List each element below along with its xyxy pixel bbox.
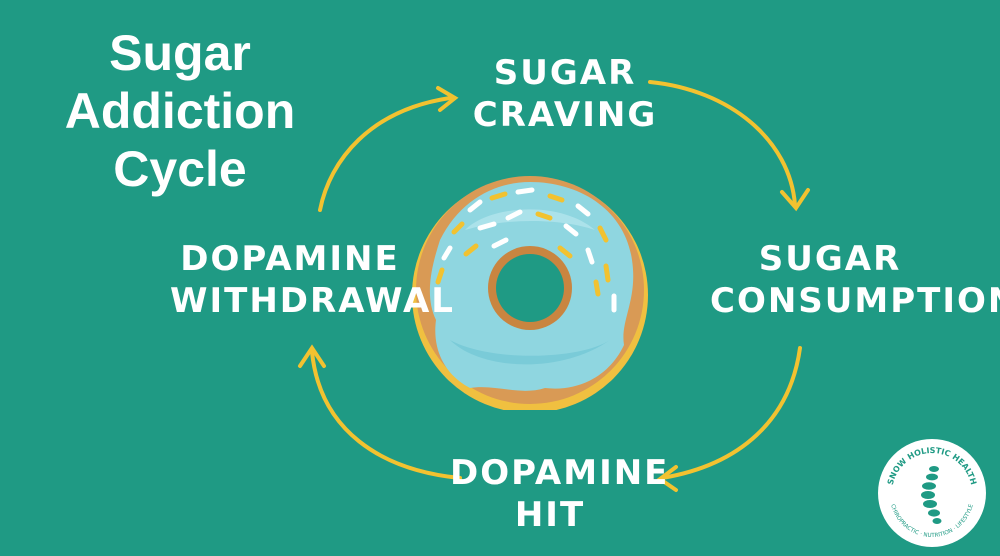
title-line-3: Cycle bbox=[113, 141, 247, 197]
stage-label-line: Dopamine bbox=[450, 453, 670, 493]
stage-dopamine-hit: Dopamine Hit bbox=[450, 452, 670, 536]
donut-hole bbox=[496, 254, 564, 322]
stage-label-line: Sugar bbox=[758, 239, 902, 279]
stage-sugar-consumption: Sugar Consumption bbox=[710, 238, 1000, 322]
arrow-consumption-to-hit bbox=[660, 346, 802, 480]
stage-label-line: Consumption bbox=[710, 281, 1000, 321]
stage-label-line: Hit bbox=[514, 495, 586, 535]
arrow-withdrawal-to-craving bbox=[318, 96, 452, 212]
stage-label-line: Sugar bbox=[493, 53, 637, 93]
snow-holistic-health-logo: SNOW HOLISTIC HEALTH CHIROPRACTIC · NUTR… bbox=[878, 439, 986, 547]
stage-label-line: Dopamine bbox=[180, 239, 400, 279]
sprinkles bbox=[435, 187, 617, 313]
donut-illustration bbox=[412, 176, 648, 410]
title-line-2: Addiction bbox=[64, 83, 296, 139]
stage-label-line: Craving bbox=[472, 95, 658, 135]
arrow-hit-to-withdrawal bbox=[310, 350, 462, 480]
arrow-craving-to-consumption bbox=[648, 80, 797, 207]
page-title: Sugar Addiction Cycle bbox=[40, 24, 320, 198]
stage-label-line: Withdrawal bbox=[170, 281, 455, 321]
stage-dopamine-withdrawal: Dopamine Withdrawal bbox=[170, 238, 455, 322]
title-line-1: Sugar bbox=[109, 25, 251, 81]
spine-icon bbox=[921, 466, 942, 524]
stage-sugar-craving: Sugar Craving bbox=[470, 52, 660, 136]
